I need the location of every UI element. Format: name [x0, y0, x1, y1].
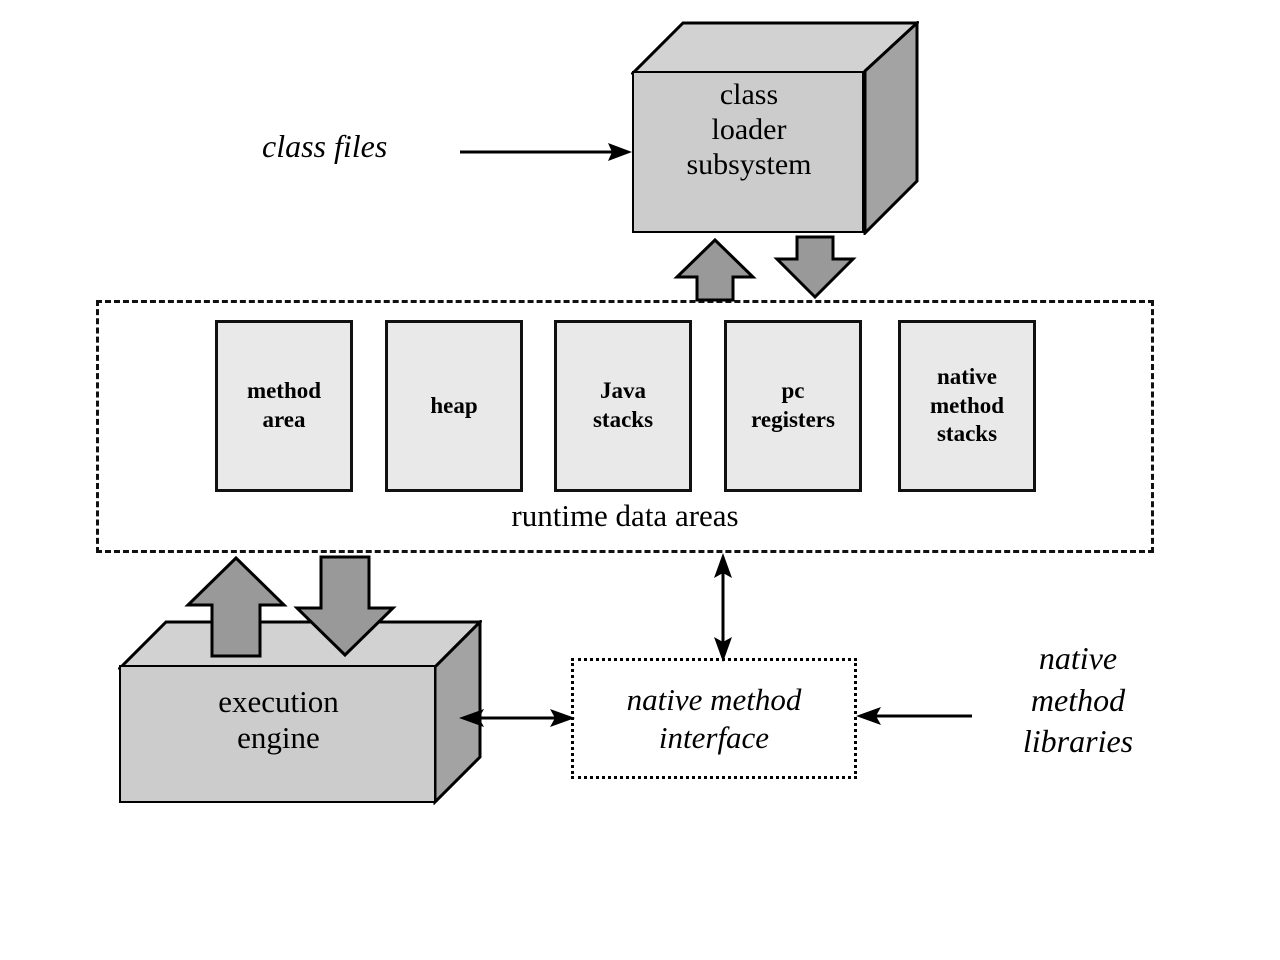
- memory-area-label: method area: [246, 378, 322, 432]
- native-method-interface-label: native method interface: [626, 682, 802, 755]
- memory-area-label: pc registers: [751, 378, 835, 432]
- native-method-libraries-label: native method libraries: [1022, 640, 1134, 760]
- runtime-to-native-interface-arrow: [714, 553, 732, 662]
- runtime-data-areas-label: runtime data areas: [511, 498, 739, 533]
- class-loader-up-arrow: [673, 237, 757, 302]
- execution-engine-side-face: [433, 620, 482, 805]
- memory-area-box-pc-registers[interactable]: pc registers: [724, 320, 862, 492]
- memory-area-label: heap: [430, 392, 478, 418]
- class-files-arrow: [460, 143, 632, 161]
- memory-area-label: Java stacks: [592, 378, 654, 432]
- memory-area-box-native-method-stacks[interactable]: native method stacks: [898, 320, 1036, 492]
- native-method-interface-box[interactable]: native method interface: [571, 658, 857, 779]
- libraries-to-native-interface-arrow: [856, 707, 972, 725]
- execution-engine-front-face: [119, 665, 436, 803]
- runtime-data-areas-container: [96, 300, 1154, 553]
- class-loader-subsystem-label: class loader subsystem: [686, 78, 812, 181]
- memory-area-box-method-area[interactable]: method area: [215, 320, 353, 492]
- execution-engine-top-face: [118, 620, 482, 670]
- class-loader-subsystem-box[interactable]: [631, 21, 919, 235]
- memory-area-label: native method stacks: [929, 363, 1005, 447]
- class-files-label: class files: [262, 128, 388, 164]
- memory-area-box-java-stacks[interactable]: Java stacks: [554, 320, 692, 492]
- class-loader-front-face: [632, 71, 864, 233]
- class-loader-side-face: [863, 21, 919, 235]
- execution-engine-label: execution engine: [218, 684, 339, 755]
- memory-area-box-heap[interactable]: heap: [385, 320, 523, 492]
- class-loader-down-arrow: [773, 235, 857, 300]
